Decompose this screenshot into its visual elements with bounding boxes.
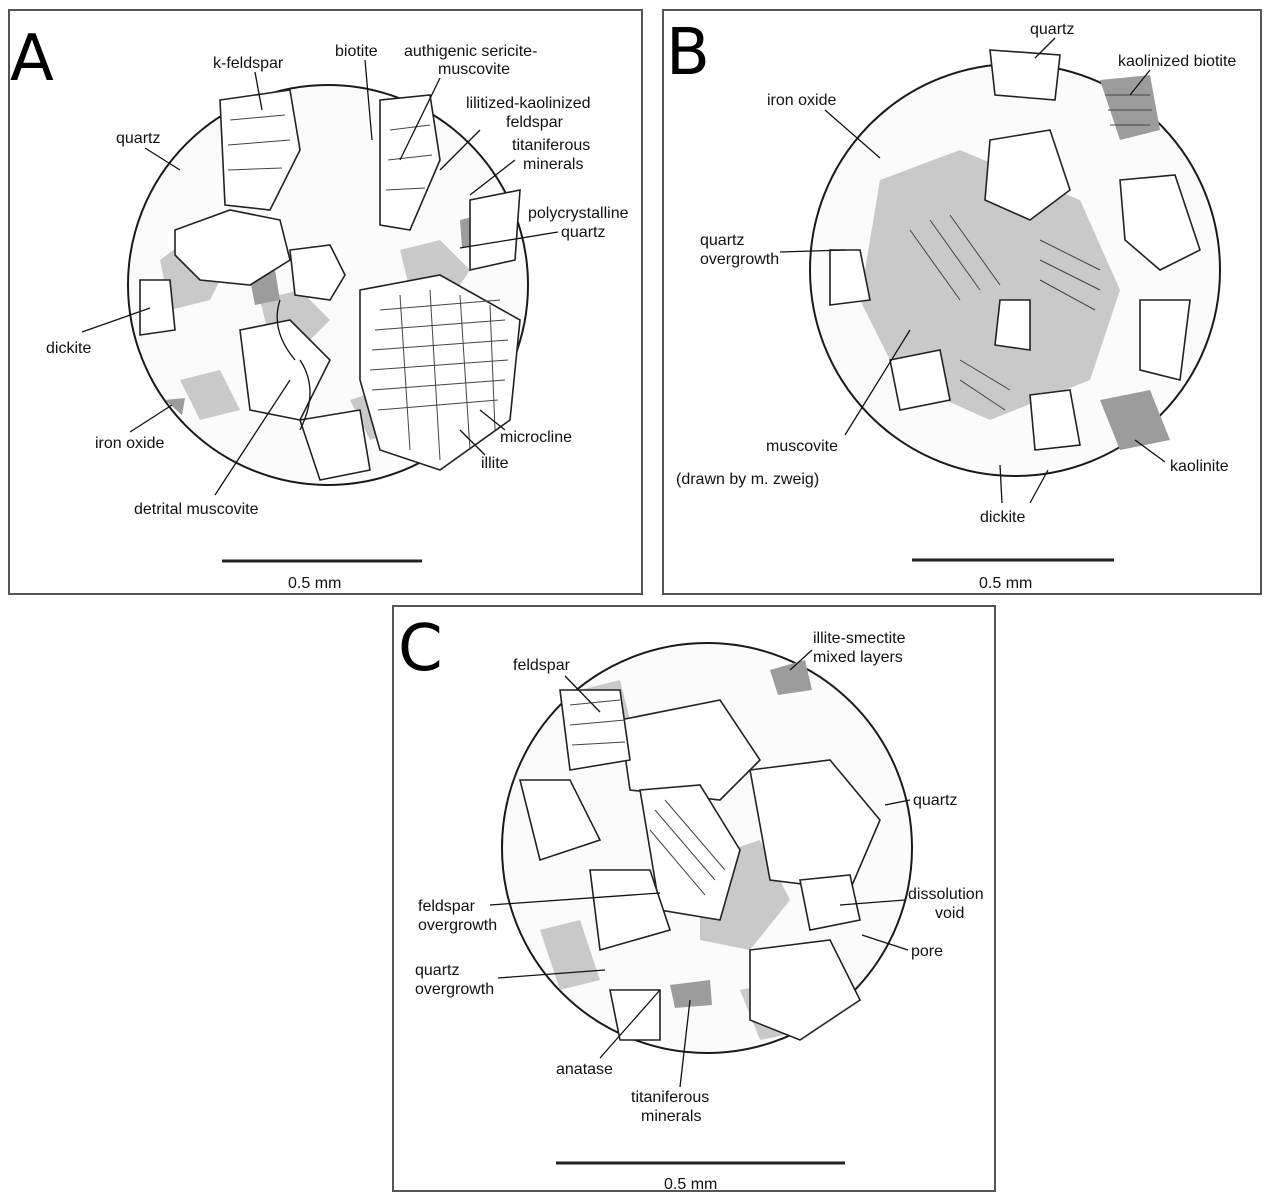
panel-c-label-quartz: quartz xyxy=(913,792,957,809)
panel-c-label-dissolution-1: dissolution xyxy=(908,886,984,903)
panel-c-label-titaniferous-1: titaniferous xyxy=(631,1089,709,1106)
panel-b-label-kaolinized-biotite: kaolinized biotite xyxy=(1118,53,1236,70)
panel-b-label-quartz-overgrowth-2: overgrowth xyxy=(700,251,779,268)
panel-a-label-titaniferous-1: titaniferous xyxy=(512,137,590,154)
panel-b-label-quartz-overgrowth-1: quartz xyxy=(700,232,744,249)
panel-b-scale-label: 0.5 mm xyxy=(979,575,1032,592)
panel-a-label-titaniferous-2: minerals xyxy=(523,156,583,173)
panel-b-label-dickite: dickite xyxy=(980,509,1025,526)
panel-a-label-illitized-2: feldspar xyxy=(506,114,564,131)
panel-b-label-muscovite: muscovite xyxy=(766,438,838,455)
panel-b-label-iron-oxide: iron oxide xyxy=(767,92,836,109)
panel-a-label-illitized-1: lilitized-kaolinized xyxy=(466,95,591,112)
panel-a-letter: A xyxy=(10,22,54,96)
panel-a-label-dickite: dickite xyxy=(46,340,91,357)
panel-a: A xyxy=(9,10,642,594)
panel-c-label-feldspar: feldspar xyxy=(513,657,571,674)
panel-a-grain xyxy=(470,190,520,270)
panel-a-label-illite: illite xyxy=(481,455,509,472)
panel-b-label-quartz: quartz xyxy=(1030,21,1074,38)
panel-b-label-kaolinite: kaolinite xyxy=(1170,458,1229,475)
panel-a-grain xyxy=(140,280,175,335)
panel-a-label-polycrystalline-2: quartz xyxy=(561,224,605,241)
panel-b-grain xyxy=(890,350,950,410)
panel-c-label-feldspar-overgrowth-2: overgrowth xyxy=(418,917,497,934)
panel-a-label-authigenic-2: muscovite xyxy=(438,61,510,78)
panel-a-scale-label: 0.5 mm xyxy=(288,575,341,592)
panel-a-label-authigenic-1: authigenic sericite- xyxy=(404,43,537,60)
panel-b-grain xyxy=(995,300,1030,350)
panel-c-label-quartz-overgrowth-2: overgrowth xyxy=(415,981,494,998)
panel-c-dissolution-void-grain xyxy=(800,875,860,930)
panel-b: B quartz kaolinized bioti xyxy=(663,10,1261,594)
panel-a-thin-section xyxy=(128,85,528,485)
panel-c: C feldspar illite-smectite mixed layers xyxy=(393,606,995,1193)
panel-c-label-anatase: anatase xyxy=(556,1061,613,1078)
panel-b-letter: B xyxy=(666,16,710,90)
panel-c-letter: C xyxy=(398,612,443,686)
panel-a-label-biotite: biotite xyxy=(335,43,378,60)
panel-b-grain xyxy=(990,50,1060,100)
panel-c-label-quartz-overgrowth-1: quartz xyxy=(415,962,459,979)
panel-a-label-polycrystalline-1: polycrystalline xyxy=(528,205,629,222)
panel-c-label-illite-smectite-1: illite-smectite xyxy=(813,630,906,647)
panel-c-label-feldspar-overgrowth-1: feldspar xyxy=(418,898,476,915)
panel-c-scale-label: 0.5 mm xyxy=(664,1176,717,1193)
panel-a-label-quartz: quartz xyxy=(116,130,160,147)
panel-a-label-detrital-muscovite: detrital muscovite xyxy=(134,501,259,518)
panel-c-label-titaniferous-2: minerals xyxy=(641,1108,701,1125)
panel-b-credit: (drawn by m. zweig) xyxy=(676,471,819,488)
panel-c-label-dissolution-2: void xyxy=(935,905,964,922)
panel-c-label-illite-smectite-2: mixed layers xyxy=(813,649,903,666)
panel-a-label-microcline: microcline xyxy=(500,429,572,446)
panel-c-thin-section xyxy=(502,643,912,1053)
panel-c-label-pore: pore xyxy=(911,943,943,960)
panel-a-label-iron-oxide: iron oxide xyxy=(95,435,164,452)
panel-a-label-k-feldspar: k-feldspar xyxy=(213,55,284,72)
